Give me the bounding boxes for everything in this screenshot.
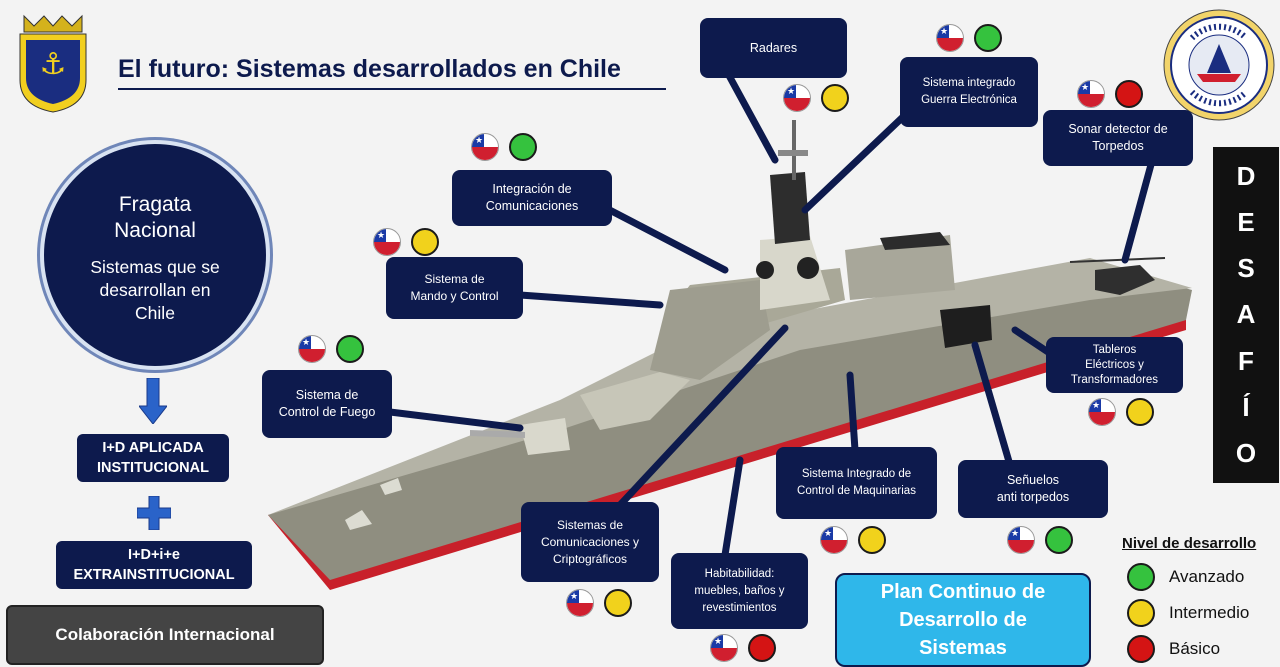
advanced-level-dot: [974, 24, 1002, 52]
level-sonar: ★: [1077, 80, 1143, 108]
chile-flag-icon: ★: [820, 526, 848, 554]
callout-integracion: Integración de Comunicaciones: [452, 170, 612, 226]
navy-shield-logo: ⚓: [14, 10, 92, 114]
level-maquinarias: ★: [820, 526, 886, 554]
level-senuelos: ★: [1007, 526, 1073, 554]
desafio-letter: D: [1236, 160, 1256, 191]
chile-flag-icon: ★: [1077, 80, 1105, 108]
intermediate-level-dot: [858, 526, 886, 554]
fragata-subtitle: Sistemas que se desarrollan en Chile: [90, 257, 220, 323]
chile-flag-icon: ★: [1007, 526, 1035, 554]
page-title: El futuro: Sistemas desarrollados en Chi…: [118, 55, 621, 83]
level-fuego: ★: [298, 335, 364, 363]
callout-radares: Radares: [700, 18, 847, 78]
advanced-level-dot: [1045, 526, 1073, 554]
desafio-letter: S: [1237, 253, 1255, 284]
callout-tableros: Tableros Eléctricos y Transformadores: [1046, 337, 1183, 393]
chile-flag-icon: ★: [783, 84, 811, 112]
chile-flag-icon: ★: [298, 335, 326, 363]
chile-flag-icon: ★: [566, 589, 594, 617]
legend-item-basico: Básico: [1127, 635, 1220, 663]
intermediate-level-dot: [1126, 398, 1154, 426]
callout-habitabilidad: Habitabilidad: muebles, baños y revestim…: [671, 553, 808, 629]
callout-mando-control: Sistema de Mando y Control: [386, 257, 523, 319]
level-criptograficos: ★: [566, 589, 632, 617]
id-aplicada-box: I+D APLICADA INSTITUCIONAL: [77, 434, 229, 482]
advanced-level-dot: [1127, 563, 1155, 591]
intermediate-level-dot: [1127, 599, 1155, 627]
callout-senuelos: Señuelos anti torpedos: [958, 460, 1108, 518]
desafio-letter: Í: [1242, 392, 1250, 423]
chile-flag-icon: ★: [1088, 398, 1116, 426]
legend-label: Básico: [1169, 639, 1221, 658]
callout-control-fuego: Sistema de Control de Fuego: [262, 370, 392, 438]
chile-flag-icon: ★: [710, 634, 738, 662]
intermediate-level-dot: [604, 589, 632, 617]
fragata-title: Fragata Nacional: [114, 193, 196, 242]
advanced-level-dot: [336, 335, 364, 363]
plus-icon: [136, 495, 172, 535]
legend-title: Nivel de desarrollo: [1122, 535, 1257, 552]
colaboracion-internacional-box: Colaboración Internacional: [6, 605, 324, 665]
idie-box: I+D+i+e EXTRAINSTITUCIONAL: [56, 541, 252, 589]
arrow-down-icon: [137, 377, 169, 429]
legend-item-intermedio: Intermedio: [1127, 599, 1249, 627]
desafio-letter: E: [1237, 206, 1255, 237]
intermediate-level-dot: [821, 84, 849, 112]
svg-text:⚓: ⚓: [40, 47, 67, 82]
level-tableros: ★: [1088, 398, 1154, 426]
legend-label: Avanzado: [1169, 567, 1245, 586]
chile-flag-icon: ★: [373, 228, 401, 256]
callout-sonar: Sonar detector de Torpedos: [1043, 110, 1193, 166]
level-guerra: ★: [936, 24, 1002, 52]
plan-continuo-box: Plan Continuo de Desarrollo de Sistemas: [835, 573, 1091, 667]
desafio-letter: F: [1238, 345, 1254, 376]
chile-flag-icon: ★: [936, 24, 964, 52]
desafio-letter: A: [1236, 299, 1256, 330]
desafio-letter: O: [1235, 438, 1257, 469]
basic-level-dot: [1115, 80, 1143, 108]
intermediate-level-dot: [411, 228, 439, 256]
legend-item-avanzado: Avanzado: [1127, 563, 1244, 591]
advanced-level-dot: [509, 133, 537, 161]
level-mando: ★: [373, 228, 439, 256]
callout-criptograficos: Sistemas de Comunicaciones y Criptográfi…: [521, 502, 659, 582]
chile-flag-icon: ★: [471, 133, 499, 161]
title-underline: [118, 88, 666, 90]
construccion-naval-logo: [1162, 8, 1276, 122]
basic-level-dot: [748, 634, 776, 662]
desafio-banner: D E S A F Í O: [1213, 147, 1279, 483]
level-radares: ★: [783, 84, 849, 112]
level-habitabilidad: ★: [710, 634, 776, 662]
legend-label: Intermedio: [1169, 603, 1250, 622]
basic-level-dot: [1127, 635, 1155, 663]
level-integracion: ★: [471, 133, 537, 161]
fragata-nacional-circle: Fragata Nacional Sistemas que se desarro…: [40, 140, 270, 370]
callout-maquinarias: Sistema Integrado de Control de Maquinar…: [776, 447, 937, 519]
callout-guerra-electronica: Sistema integrado Guerra Electrónica: [900, 57, 1038, 127]
